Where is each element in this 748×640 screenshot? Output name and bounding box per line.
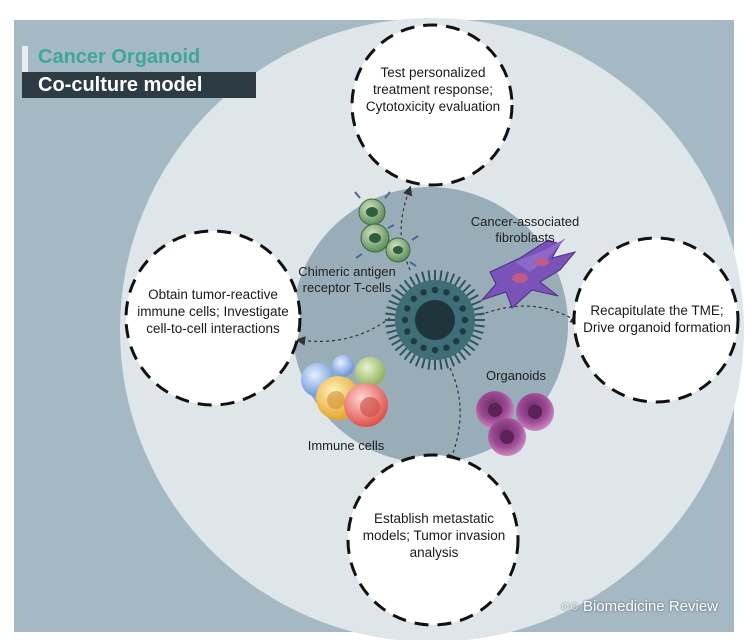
arrow-to-bottom [448,367,461,465]
immune-cells-label: Immune cells [307,438,385,453]
application-bottom-text: Establish metastatic models; Tumor invas… [362,511,506,560]
fibroblast-icon [480,238,577,309]
car-t-cell-icon [354,191,419,267]
application-top-text: Test personalized treatment response; Cy… [365,65,501,114]
tumor-organoid-icon [385,270,485,370]
application-right-text: Recapitulate the TME; Drive organoid for… [583,303,731,335]
title-line2: Co-culture model [22,72,256,98]
application-circle-top [350,23,514,187]
organoids-label: Organoids [486,368,546,383]
arrow-to-right [479,305,581,324]
watermark: ○○ Biomedicine Review [561,598,718,615]
application-circle-right [572,236,740,404]
application-left-text: Obtain tumor-reactive immune cells; Inve… [137,287,289,336]
caf-label: Cancer-associated fibroblasts [470,214,580,245]
watermark-text: Biomedicine Review [582,598,718,615]
wechat-icon: ○○ [560,598,583,615]
immune-cells-icon [301,355,388,427]
title-accent-bar [22,46,28,72]
application-circle-bottom [346,453,520,627]
organoids-icon [476,391,554,456]
arrow-to-left [295,317,391,346]
car-t-label: Chimeric antigen receptor T-cells [298,264,396,295]
application-circle-left [124,229,302,407]
title-line1: Cancer Organoid [38,46,201,68]
